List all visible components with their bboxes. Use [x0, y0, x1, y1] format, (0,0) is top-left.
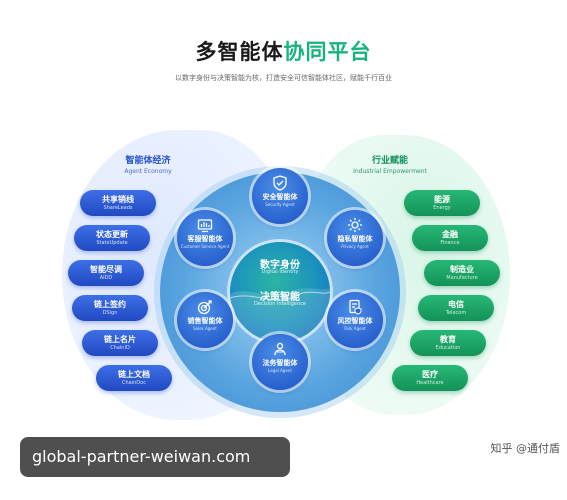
privacy-agent: 隐私智能体 Privacy Agent: [327, 210, 383, 266]
pill-label: 制造业: [450, 264, 474, 274]
pill-energy: 能源 Energy: [404, 190, 480, 216]
decision-intelligence-label: 决策智能: [260, 292, 300, 303]
page-subtitle: 以数字身份与决策智能为核，打造安全可信智能体社区，赋能千行百业: [175, 74, 392, 82]
watermark-banner: global-partner-weiwan.com: [20, 437, 290, 477]
pill-manufacture: 制造业 Manufacture: [424, 260, 500, 286]
pill-label: 链上名片: [104, 334, 136, 344]
digital-identity-label: 数字身份: [260, 260, 300, 271]
pill-label: 共享销线: [102, 194, 134, 204]
agent-label: 客服智能体: [187, 235, 223, 243]
legal-agent: 法务智能体 Legal Agent: [252, 334, 308, 390]
pill-label: 状态更新: [96, 229, 128, 239]
agent-label: 安全智能体: [262, 193, 298, 201]
decision-intelligence-sub: Decision Intelligence: [254, 301, 306, 307]
industry-subtitle: Industrial Empowerment: [353, 168, 427, 175]
customer-service-agent: 客服智能体 Customer Service Agent: [177, 210, 233, 266]
core-wave: [230, 288, 330, 342]
pill-sub: StateUpdate: [96, 239, 128, 246]
agent-sub: Risk Agent: [344, 326, 366, 331]
security-agent: 安全智能体 Security Agent: [252, 168, 308, 224]
pill-sub: Education: [435, 344, 461, 351]
pill-aidd: 智能尽调 AIDD: [68, 260, 144, 286]
agent-economy-title: 智能体经济: [125, 156, 171, 166]
pill-label: 金融: [442, 229, 458, 239]
pill-sub: ChainID: [110, 344, 130, 351]
risk-agent: 风控智能体 Risk Agent: [327, 292, 383, 348]
chart-icon: [197, 219, 213, 233]
agent-label: 销售智能体: [187, 317, 223, 325]
pill-finance: 金融 Finance: [412, 225, 488, 251]
pill-sub: Finance: [440, 239, 460, 246]
title-part1: 多智能体: [195, 40, 284, 64]
pill-chain-doc: 链上文档 ChainDoc: [96, 365, 172, 391]
title-part2: 协同平台: [283, 40, 372, 64]
industry-title: 行业赋能: [371, 156, 408, 166]
pill-share-leads: 共享销线 ShareLeads: [80, 190, 156, 216]
pill-sub: ShareLeads: [103, 204, 133, 211]
agent-label: 风控智能体: [337, 317, 373, 325]
pill-label: 链上文档: [118, 369, 150, 379]
agent-sub: Customer Service Agent: [180, 244, 230, 249]
digital-identity-sub: Digital Identity: [261, 269, 299, 275]
source-credit: 知乎 @通付盾: [490, 442, 561, 455]
pill-sub: DSign: [102, 309, 118, 316]
agent-label: 隐私智能体: [337, 235, 373, 243]
pill-dsign: 链上签约 DSign: [72, 295, 148, 321]
pill-chain-id: 链上名片 ChainID: [82, 330, 158, 356]
agent-sub: Sales Agent: [193, 326, 217, 331]
pill-telecom: 电信 Telecom: [418, 295, 494, 321]
pill-label: 电信: [448, 299, 464, 309]
pill-sub: Telecom: [445, 309, 467, 316]
agent-sub: Privacy Agent: [341, 244, 369, 249]
agent-sub: Security Agent: [265, 202, 295, 207]
pill-healthcare: 医疗 Healthcare: [392, 365, 468, 391]
sales-agent: 销售智能体 Sales Agent: [177, 292, 233, 348]
gear-icon: [348, 218, 362, 232]
pill-label: 医疗: [422, 369, 438, 379]
pill-label: 链上签约: [94, 299, 126, 309]
agent-sub: Legal Agent: [268, 368, 292, 373]
pill-state-update: 状态更新 StateUpdate: [74, 225, 150, 251]
pill-label: 智能尽调: [90, 264, 122, 274]
pill-sub: ChainDoc: [122, 379, 146, 386]
pill-label: 能源: [434, 194, 450, 204]
pill-sub: Manufacture: [446, 274, 478, 281]
target-icon: [197, 300, 212, 315]
pill-sub: Energy: [433, 204, 451, 211]
pill-label: 教育: [440, 334, 456, 344]
page-title: 多智能体协同平台: [0, 36, 567, 66]
agent-label: 法务智能体: [262, 359, 298, 367]
pill-education: 教育 Education: [410, 330, 486, 356]
people-icon: [274, 342, 286, 356]
shield-check-icon: [273, 175, 287, 191]
agent-economy-subtitle: Agent Economy: [124, 168, 172, 175]
pill-sub: AIDD: [99, 274, 113, 281]
pill-sub: Healthcare: [416, 379, 444, 386]
document-shield-icon: [349, 299, 362, 315]
